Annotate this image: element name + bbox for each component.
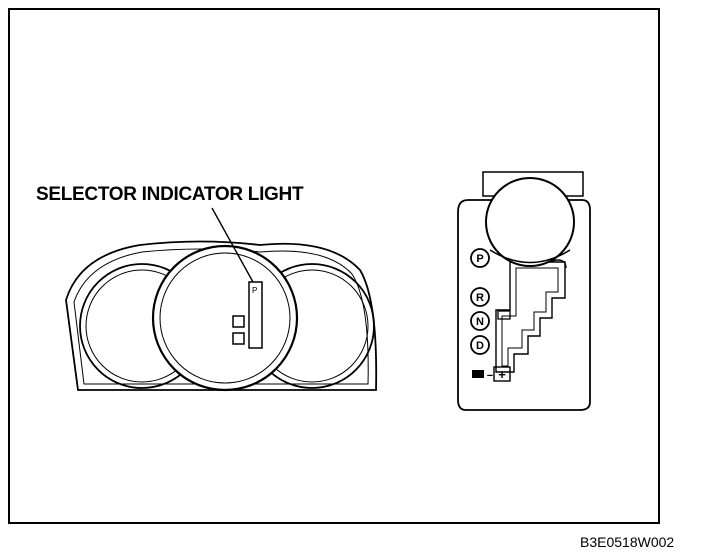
diagram-code: B3E0518W002 xyxy=(580,534,675,550)
indicator-square-lower xyxy=(232,332,245,345)
shift-panel-body xyxy=(457,199,591,411)
indicator-square-upper xyxy=(232,315,245,328)
shift-gate-slot xyxy=(495,261,566,373)
shift-lever-knob xyxy=(485,177,575,267)
indicator-letter-p: P xyxy=(252,286,257,295)
position-r-letter: R xyxy=(476,292,484,304)
position-n-letter: N xyxy=(476,316,484,328)
manual-gate-indicator xyxy=(497,310,511,320)
plus-symbol: + xyxy=(498,367,506,382)
position-p-icon xyxy=(470,248,490,268)
position-p-letter: P xyxy=(476,253,483,265)
position-n-icon xyxy=(470,311,490,331)
selector-indicator-light-label: SELECTOR INDICATOR LIGHT xyxy=(36,184,304,205)
instrument-cluster xyxy=(65,207,378,392)
shift-gate-slot-inner xyxy=(501,267,559,367)
minus-symbol: − xyxy=(487,370,493,382)
center-gauge-rim xyxy=(159,252,291,384)
selector-indicator-light xyxy=(248,281,263,349)
position-r-icon xyxy=(470,287,490,307)
position-d-letter: D xyxy=(476,340,484,352)
shift-lever-stem xyxy=(547,259,567,269)
callout-leader-line xyxy=(211,207,254,283)
cluster-housing xyxy=(65,240,378,391)
position-d-icon xyxy=(470,335,490,355)
diagram-frame xyxy=(8,8,660,524)
plus-box xyxy=(493,366,511,382)
shift-lever-knob-base xyxy=(489,249,571,264)
manual-mode-icon xyxy=(472,370,484,378)
shift-lever-panel xyxy=(457,171,591,411)
